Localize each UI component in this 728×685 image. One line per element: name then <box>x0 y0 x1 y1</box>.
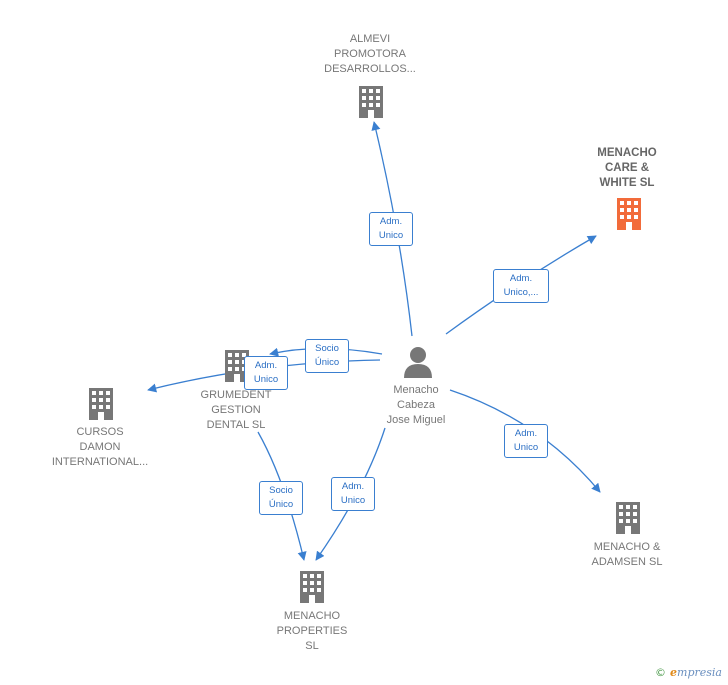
edge-label-person-grumedent: Socio Único <box>305 339 349 373</box>
brand-name: mpresia <box>677 666 722 679</box>
building-icon-properties[interactable] <box>300 571 324 603</box>
building-icon-cursos[interactable] <box>89 388 113 420</box>
edge-label-person-adamsen: Adm. Unico <box>504 424 548 458</box>
node-label-cursos[interactable]: CURSOS DAMON INTERNATIONAL... <box>51 426 149 468</box>
building-icon-adamsen[interactable] <box>616 502 640 534</box>
edge-label-person-almevi: Adm. Unico <box>369 212 413 246</box>
node-label-grumedent[interactable]: GRUMEDENT GESTION DENTAL SL <box>200 389 272 431</box>
edge-label-person-cursos: Adm. Unico <box>244 356 288 390</box>
node-label-almevi[interactable]: ALMEVI PROMOTORA DESARROLLOS... <box>324 33 416 75</box>
node-label-adamsen[interactable]: MENACHO & ADAMSEN SL <box>591 541 663 568</box>
edge-label-person-care: Adm. Unico,... <box>493 269 549 303</box>
building-icon-care[interactable] <box>617 198 641 230</box>
building-icon-almevi[interactable] <box>359 86 383 118</box>
copyright-symbol: © <box>655 666 667 679</box>
edge-label-person-properties: Adm. Unico <box>331 477 375 511</box>
node-label-care[interactable]: MENACHO CARE & WHITE SL <box>597 147 657 189</box>
edge-label-grumedent-properties: Socio Único <box>259 481 303 515</box>
brand-footer: ©empresia <box>655 666 722 679</box>
node-label-person[interactable]: Menacho Cabeza Jose Miguel <box>386 384 446 426</box>
brand-initial: e <box>670 666 678 679</box>
node-label-properties[interactable]: MENACHO PROPERTIES SL <box>276 610 348 652</box>
person-icon[interactable] <box>404 347 432 378</box>
